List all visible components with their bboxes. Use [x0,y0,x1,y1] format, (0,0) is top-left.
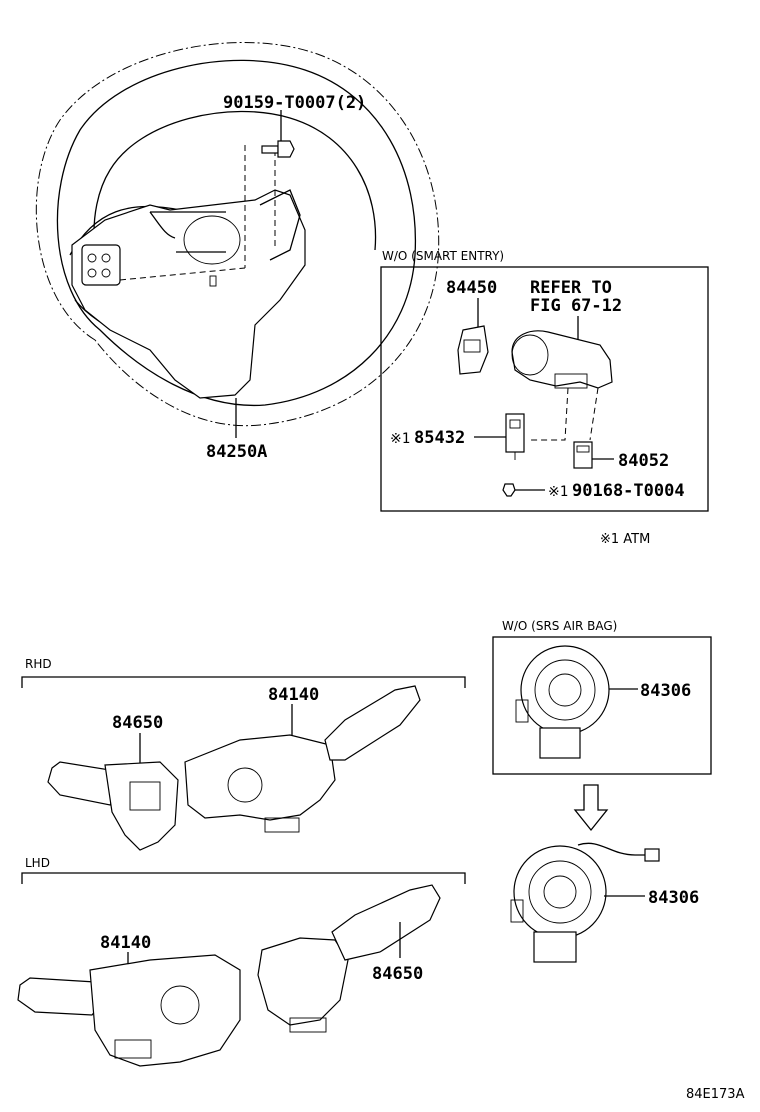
srs-heading: W/O (SRS AIR BAG) [502,619,617,633]
lhd-heading: LHD [25,856,50,870]
label-spiral-bottom: 84306 [648,888,699,908]
label-rhd-84650: 84650 [112,713,163,733]
refer-line-2: FIG 67-12 [530,296,622,316]
refer-line-1: REFER TO [530,278,612,298]
ignition-lock-illustration [511,330,613,389]
label-switch-84450: 84450 [446,278,497,298]
marker-85432: ※1 [390,431,410,447]
label-lhd-84140: 84140 [100,933,151,953]
figure-code: 84E173A [686,1087,745,1102]
marker-90168: ※1 [548,484,568,500]
rhd-wiper-switch-illustration [47,761,179,851]
label-lhd-84650: 84650 [372,964,423,984]
steering-wheel-illustration [35,42,440,427]
bolt-90159-illustration [261,110,295,158]
label-part-85432: 85432 [414,428,465,448]
label-spiral-top: 84306 [640,681,691,701]
smart-entry-heading: W/O (SMART ENTRY) [382,249,504,263]
label-rhd-84140: 84140 [268,685,319,705]
screw-90168-illustration [502,483,516,497]
lhd-wiper-switch-illustration [257,884,441,1033]
rhd-heading: RHD [25,657,52,671]
part-84052-illustration [573,441,593,469]
lhd-combination-switch-illustration [17,954,241,1067]
label-bolt-steering: 90159-T0007(2) [223,93,366,113]
footnote-atm: ※1 ATM [600,532,650,547]
spiral-cable-top-illustration [515,645,610,759]
smart-entry-box [380,266,709,512]
spiral-cable-bottom-illustration [510,842,660,963]
rhd-combination-switch-illustration [184,685,421,833]
label-part-90168: 90168-T0004 [572,481,685,501]
part-85432-illustration [505,413,525,460]
switch-84450-illustration [457,325,489,375]
down-arrow-icon [573,784,609,832]
label-pad-steering: 84250A [206,442,267,462]
srs-box [492,636,712,775]
label-part-84052: 84052 [618,451,669,471]
